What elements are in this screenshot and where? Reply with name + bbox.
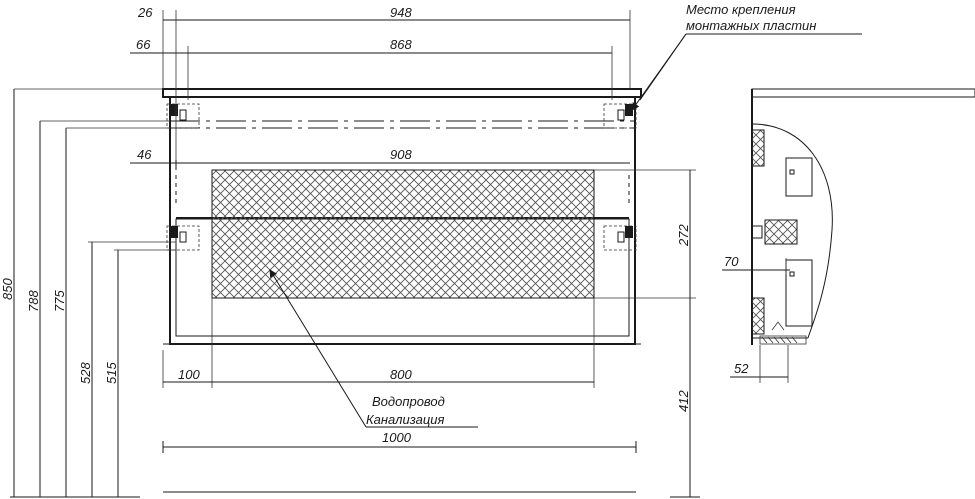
note-water: Водопровод <box>372 394 445 409</box>
note-mount-line2: монтажных пластин <box>686 18 816 33</box>
dim-v-515: 515 <box>104 362 119 384</box>
dim-top-868: 868 <box>390 37 412 52</box>
dim-mid-908: 908 <box>390 147 412 162</box>
note-mount-line1: Место крепления <box>686 2 796 17</box>
dim-v-775: 775 <box>52 290 67 312</box>
dim-side-52: 52 <box>734 361 749 376</box>
note-sewage: Канализация <box>366 412 444 427</box>
dim-mid-46: 46 <box>137 147 152 162</box>
dim-v-788: 788 <box>26 290 41 312</box>
front-view <box>162 88 642 345</box>
mount-plate-bottom-right <box>603 225 637 251</box>
mount-plate-top-right <box>603 103 637 129</box>
dim-top-948: 948 <box>390 5 412 20</box>
right-dimensions: 272 412 <box>594 169 700 498</box>
mount-plate-bottom-left <box>166 225 200 251</box>
dim-top-26: 26 <box>137 5 153 20</box>
mount-plate-top-left <box>166 103 200 129</box>
annotations: Место крепления монтажных пластин Водопр… <box>269 2 862 428</box>
countertop <box>162 88 642 98</box>
dim-bottom-100: 100 <box>178 367 200 382</box>
dim-v-412: 412 <box>676 390 691 412</box>
dim-top-66: 66 <box>136 37 151 52</box>
side-view: 70 52 <box>722 88 975 383</box>
dim-v-272: 272 <box>676 224 691 247</box>
dim-v-528: 528 <box>78 362 93 384</box>
dim-side-70: 70 <box>724 254 739 269</box>
left-dimensions: 850 788 775 528 515 <box>0 88 176 498</box>
dim-bottom-1000: 1000 <box>382 430 412 445</box>
dim-bottom-800: 800 <box>390 367 412 382</box>
dim-v-850: 850 <box>0 278 15 300</box>
utility-zone <box>211 169 595 299</box>
bottom-dimensions: 100 800 1000 <box>162 298 637 493</box>
top-dimensions: 26 948 66 868 46 908 <box>130 5 631 170</box>
